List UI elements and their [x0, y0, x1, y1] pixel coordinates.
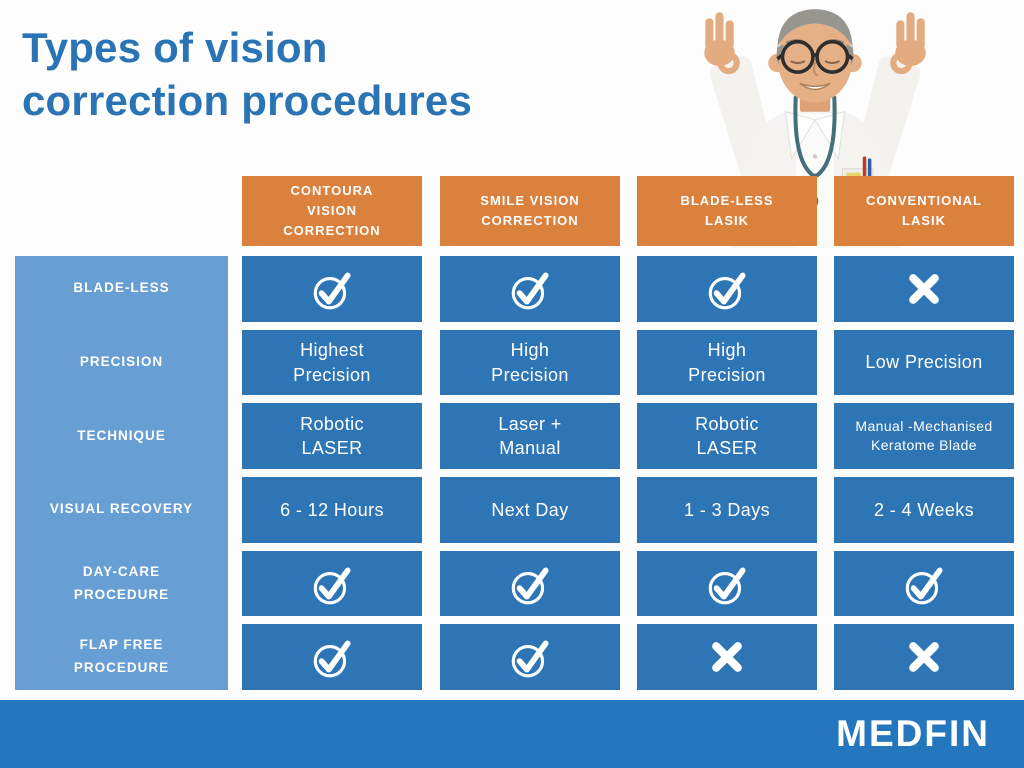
column-header-conventional-lasik: CONVENTIONAL LASIK [834, 176, 1014, 246]
row-label-blade-less: BLADE-LESS [73, 280, 170, 296]
cell-daycare-smile [440, 550, 620, 617]
cell-technique-smile: Laser + Manual [440, 403, 620, 470]
cell-precision-smile: High Precision [440, 329, 620, 396]
cell-blade-less-conventional [834, 256, 1014, 322]
cross-icon [906, 639, 942, 675]
cell-technique-bladeless: Robotic LASER [637, 403, 817, 470]
cell-recovery-bladeless: 1 - 3 Days [637, 477, 817, 543]
cell-recovery-contoura: 6 - 12 Hours [242, 477, 422, 543]
cell-daycare-bladeless [637, 550, 817, 617]
cell-blade-less-bladeless [637, 256, 817, 322]
column-smile: SMILE VISION CORRECTION High Precision L… [440, 176, 620, 691]
cell-flapfree-contoura [242, 624, 422, 691]
cell-precision-conventional: Low Precision [834, 329, 1014, 396]
check-circle-icon [704, 266, 750, 312]
row-label-technique: TECHNIQUE [77, 427, 166, 443]
row-label-precision: PRECISION [79, 354, 164, 370]
check-circle-icon [309, 634, 355, 680]
cell-blade-less-smile [440, 256, 620, 322]
check-circle-icon [901, 561, 947, 607]
column-header-smile: SMILE VISION CORRECTION [440, 176, 620, 246]
cell-daycare-conventional [834, 550, 1014, 617]
column-conventional-lasik: CONVENTIONAL LASIK Low Precision Manual … [834, 176, 1014, 691]
cell-precision-bladeless: High Precision [637, 329, 817, 396]
column-contoura: CONTOURA VISION CORRECTION Highest Preci… [242, 176, 422, 691]
cell-flapfree-bladeless [637, 624, 817, 691]
cross-icon [709, 639, 745, 675]
row-label-sidebar: BLADE-LESS PRECISION TECHNIQUE VISUAL RE… [15, 256, 228, 690]
column-header-contoura: CONTOURA VISION CORRECTION [242, 176, 422, 246]
row-label-visual-recovery: VISUAL RECOVERY [49, 501, 194, 517]
cell-daycare-contoura [242, 550, 422, 617]
check-circle-icon [507, 266, 553, 312]
cell-flapfree-conventional [834, 624, 1014, 691]
cell-blade-less-contoura [242, 256, 422, 322]
cell-precision-contoura: Highest Precision [242, 329, 422, 396]
cross-icon [906, 271, 942, 307]
cell-recovery-conventional: 2 - 4 Weeks [834, 477, 1014, 543]
medfin-logo: MEDFIN [836, 713, 990, 754]
column-header-bladeless-lasik: BLADE-LESS LASIK [637, 176, 817, 246]
check-circle-icon [309, 561, 355, 607]
column-bladeless-lasik: BLADE-LESS LASIK High Precision Robotic … [637, 176, 817, 691]
row-label-day-care: DAY-CARE PROCEDURE [73, 563, 170, 602]
page-title: Types of vision correction procedures [22, 24, 472, 124]
check-circle-icon [507, 634, 553, 680]
row-label-flap-free: FLAP FREE PROCEDURE [73, 637, 170, 676]
footer-bar: MEDFIN [0, 700, 1024, 768]
cell-technique-contoura: Robotic LASER [242, 403, 422, 470]
check-circle-icon [704, 561, 750, 607]
cell-flapfree-smile [440, 624, 620, 691]
cell-recovery-smile: Next Day [440, 477, 620, 543]
check-circle-icon [507, 561, 553, 607]
cell-technique-conventional: Manual -Mechanised Keratome Blade [834, 403, 1014, 470]
check-circle-icon [309, 266, 355, 312]
